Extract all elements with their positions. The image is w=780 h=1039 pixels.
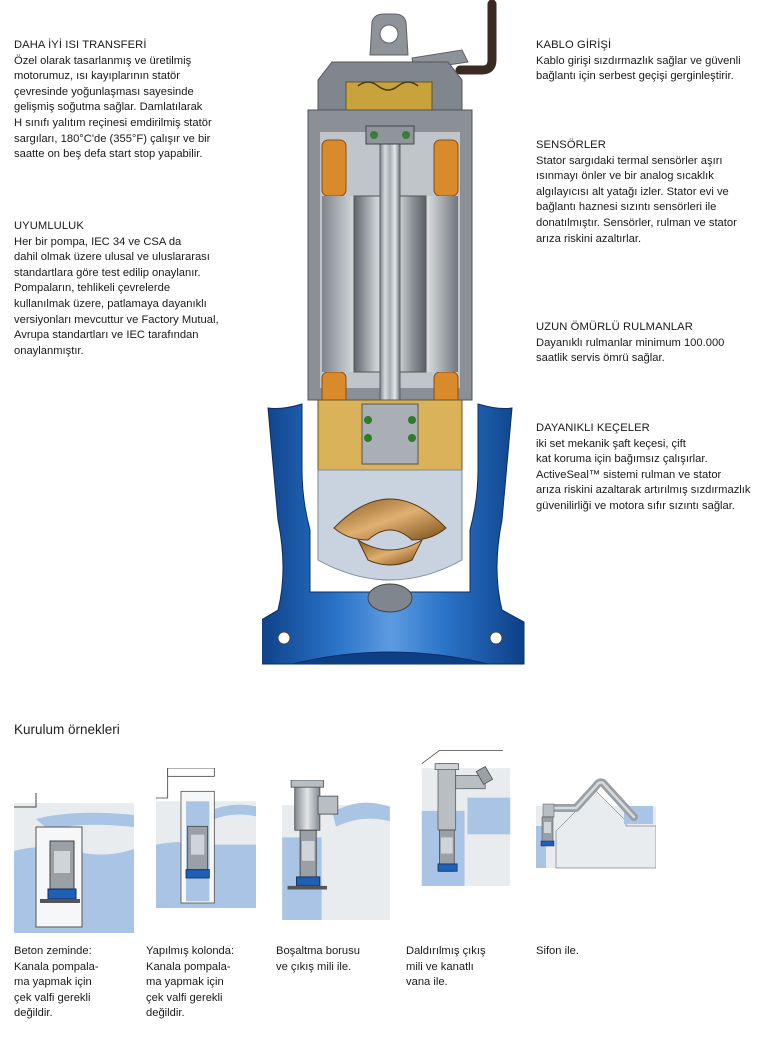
- feature-bearings: UZUN ÖMÜRLÜ RULMANLAR Dayanıklı rulmanla…: [536, 320, 776, 367]
- caption-concrete-floor: Beton zeminde: Kanala pompala- ma yapmak…: [14, 945, 99, 1020]
- installation-concrete-floor-illustration: [14, 793, 134, 933]
- feature-cable-entry: KABLO GİRİŞİ Kablo girişi sızdırmazlık s…: [536, 38, 776, 85]
- feature-body: Stator sargıdaki termal sensörler aşırı …: [536, 154, 737, 245]
- feature-title: DAYANIKLI KEÇELER: [536, 422, 650, 434]
- feature-body: Dayanıklı rulmanlar minimum 100.000 saat…: [536, 336, 725, 365]
- feature-title: SENSÖRLER: [536, 139, 606, 151]
- installation-built-column-illustration: [156, 768, 256, 908]
- pump-cutaway-illustration: [262, 0, 525, 665]
- feature-heat-transfer: DAHA İYİ ISI TRANSFERİ Özel olarak tasar…: [14, 38, 254, 163]
- feature-title: UYUMLULUK: [14, 220, 84, 232]
- feature-title: UZUN ÖMÜRLÜ RULMANLAR: [536, 321, 693, 333]
- installation-siphon-illustration: [536, 778, 656, 869]
- caption-siphon: Sifon ile.: [536, 945, 579, 957]
- installations-title: Kurulum örnekleri: [14, 722, 120, 737]
- feature-title: KABLO GİRİŞİ: [536, 39, 612, 51]
- feature-body: iki set mekanik şaft keçesi, çift kat ko…: [536, 437, 751, 512]
- caption-discharge-pipe: Boşaltma borusu ve çıkış mili ile.: [276, 945, 360, 973]
- feature-seals: DAYANIKLI KEÇELER iki set mekanik şaft k…: [536, 421, 778, 515]
- feature-sensors: SENSÖRLER Stator sargıdaki termal sensör…: [536, 138, 776, 247]
- feature-body: Kablo girişi sızdırmazlık sağlar ve güve…: [536, 54, 741, 83]
- feature-title: DAHA İYİ ISI TRANSFERİ: [14, 39, 147, 51]
- feature-compliance: UYUMLULUK Her bir pompa, IEC 34 ve CSA d…: [14, 219, 254, 359]
- installation-submerged-outlet-illustration: [421, 750, 511, 886]
- caption-submerged-outlet: Daldırılmış çıkış mili ve kanatlı vana i…: [406, 945, 486, 989]
- caption-built-column: Yapılmış kolonda: Kanala pompala- ma yap…: [146, 945, 235, 1020]
- feature-body: Özel olarak tasarlanmış ve üretilmiş mot…: [14, 54, 212, 161]
- installation-discharge-pipe-illustration: [282, 780, 390, 920]
- feature-body: Her bir pompa, IEC 34 ve CSA da dahil ol…: [14, 235, 219, 357]
